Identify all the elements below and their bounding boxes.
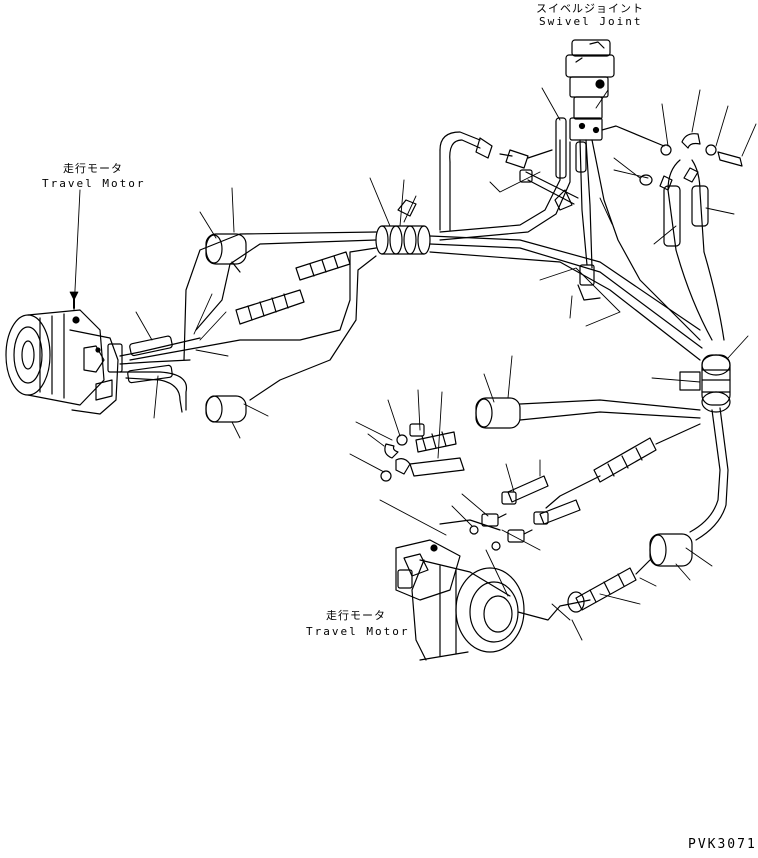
bolt-1: [717, 151, 743, 167]
travel-motor-upper-label-jp: 走行モータ: [63, 162, 123, 175]
elbow-1: [481, 513, 507, 527]
bolt-2: [415, 431, 457, 453]
hose-fitting-lower-right: [567, 567, 637, 613]
travel-motor-lower-label-en: Travel Motor: [306, 625, 410, 638]
o-ring-1: [660, 144, 672, 156]
travel-motor-upper-label-en: Travel Motor: [42, 177, 146, 190]
adapter-2: [533, 499, 581, 525]
elbow-2: [507, 529, 533, 543]
hose-sleeve-lower-right: [649, 533, 693, 567]
center-hose-clamp: [375, 199, 431, 255]
clamp-half: [681, 133, 701, 149]
tee-fitting: [579, 264, 595, 286]
adapter-1: [501, 475, 549, 505]
travel-motor-lower: [395, 539, 525, 661]
hose-fitting-segmented-2: [295, 251, 351, 281]
drawing-code: PVK3071: [688, 837, 757, 852]
swivel-joint: [565, 39, 615, 141]
right-hose-clamp: [679, 354, 731, 413]
hose-fitting-segmented-1: [235, 289, 305, 325]
hose-fitting-segmented-3: [593, 437, 657, 483]
hose-sleeve-mid: [475, 397, 521, 429]
hose-sleeve-lower: [205, 395, 247, 423]
travel-motor-upper: [5, 309, 123, 415]
travel-motor-lower-label-jp: 走行モータ: [326, 609, 386, 622]
swivel-joint-label-jp: スイベルジョイント: [536, 2, 644, 15]
swivel-joint-label-en: Swivel Joint: [539, 15, 643, 28]
